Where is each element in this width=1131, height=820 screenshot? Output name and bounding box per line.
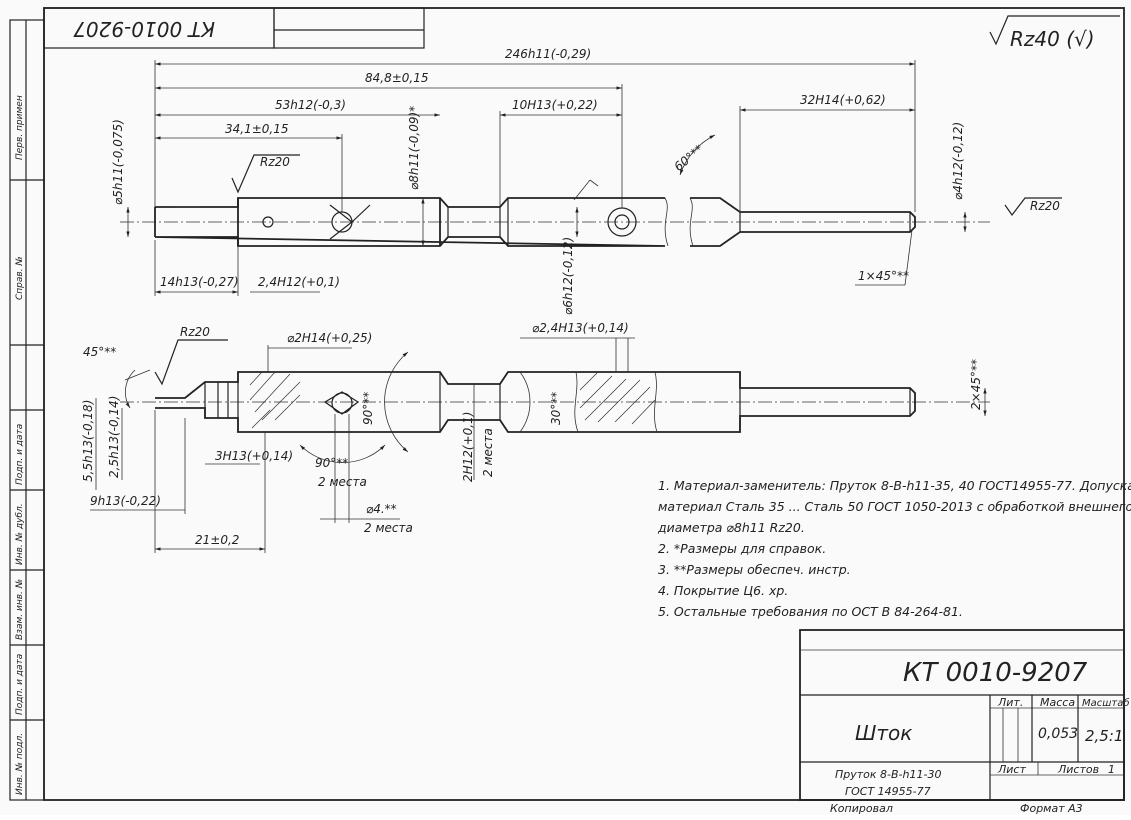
surface-roughness: Rz40 (√): [1010, 27, 1095, 51]
scale-value: 2,5:1: [1085, 727, 1123, 745]
dim-4h12: ⌀4h12(-0,12): [951, 122, 965, 200]
dim-2h12: 2H12(+0,1): [461, 412, 475, 482]
title-doc-number: КТ 0010-9207: [903, 658, 1088, 688]
technical-notes: 1. Материал-заменитель: Пруток 8-В-h11-3…: [657, 478, 1131, 619]
dim-21: 21±0,2: [195, 533, 239, 547]
dim-53: 53h12(-0,3): [275, 98, 346, 112]
places-label-1: 2 места: [318, 475, 367, 489]
rz20-bottom: Rz20: [180, 325, 210, 339]
places-label-3: 2 места: [364, 521, 413, 535]
side-label-6: Инв. № подл.: [15, 733, 25, 795]
material-line-1: Пруток 8-В-h11-30: [835, 768, 941, 781]
note-line-4: 3. **Размеры обеспеч. инстр.: [658, 562, 851, 577]
note-line-1: материал Сталь 35 ... Сталь 50 ГОСТ 1050…: [658, 499, 1131, 514]
doc-number-inverted: КТ 0010-9207: [73, 17, 215, 41]
side-label-1: Справ. №: [15, 256, 25, 300]
dim-84-8: 84,8±0,15: [365, 71, 429, 85]
side-label-3: Инв. № дубл.: [15, 503, 25, 565]
dim-2-4h13: ⌀2,4H13(+0,14): [532, 321, 629, 335]
angle-45: 45°**: [83, 345, 116, 359]
side-label-2: Подп. и дата: [15, 424, 25, 485]
dim-5h11: ⌀5h11(-0,075): [111, 119, 125, 205]
side-label-5: Подп. и дата: [15, 654, 25, 715]
note-line-5: 4. Покрытие Ц6. хр.: [658, 583, 788, 598]
angle-60: 60°**: [671, 142, 705, 174]
places-label-2: 2 места: [481, 428, 495, 477]
angle-90-horizontal: 90°**: [315, 456, 348, 470]
chamfer-1x45: 1×45°**: [858, 269, 909, 283]
dim-14h13: 14h13(-0,27): [160, 275, 239, 289]
dim-overall: 246h11(-0,29): [505, 47, 591, 61]
mass-value: 0,053: [1038, 726, 1078, 742]
dim-2-5h13: 2,5h13(-0,14): [107, 396, 121, 478]
sheets-value: 1: [1108, 763, 1115, 776]
format-label: Формат А3: [1020, 802, 1083, 815]
dim-2-4h12: 2,4H12(+0,1): [258, 275, 340, 289]
copied-label: Копировал: [830, 802, 893, 815]
dim-9h13: 9h13(-0,22): [90, 494, 161, 508]
mass-label: Масса: [1040, 696, 1075, 709]
note-line-6: 5. Остальные требования по ОСТ В 84-264-…: [658, 604, 963, 619]
roughness-symbol: [989, 15, 1120, 46]
dim-32: 32H14(+0,62): [800, 93, 886, 107]
dim-3h13: 3H13(+0,14): [215, 449, 293, 463]
part-name: Шток: [855, 721, 912, 745]
dim-10: 10H13(+0,22): [512, 98, 598, 112]
title-block: КТ 0010-9207 Шток Лит. Масса Масштаб 0,0…: [799, 629, 1130, 815]
chamfer-2x45: 2×45°**: [969, 359, 983, 410]
top-view: 246h11(-0,29) 84,8±0,15 53h12(-0,3) 10H1…: [111, 47, 1062, 315]
dim-34-1: 34,1±0,15: [225, 122, 289, 136]
side-label-0: Перв. примен: [15, 95, 25, 160]
sheets-label: Листов: [1057, 763, 1099, 776]
dim-2h14: ⌀2H14(+0,25): [287, 331, 372, 345]
rz20-top-left: Rz20: [260, 155, 290, 169]
dim-6h12: ⌀6h12(-0,12): [561, 237, 575, 315]
side-label-4: Взам. инв. №: [15, 579, 25, 640]
angle-30: 30°**: [549, 392, 563, 425]
dim-8h11: ⌀8h11(-0,09)*: [407, 106, 421, 190]
lit-label: Лит.: [997, 696, 1023, 709]
scale-label: Масштаб: [1082, 697, 1130, 709]
note-line-3: 2. *Размеры для справок.: [658, 541, 826, 556]
note-line-0: 1. Материал-заменитель: Пруток 8-В-h11-3…: [658, 478, 1131, 493]
dim-4: ⌀4.**: [366, 502, 397, 516]
sheet-label: Лист: [997, 763, 1026, 776]
angle-90-vertical: 90°**: [361, 392, 375, 425]
section-view: 45°** Rz20 ⌀2H14(+0,25) ⌀2,4H13(+0,14) 2…: [81, 321, 990, 553]
material-line-2: ГОСТ 14955-77: [845, 785, 931, 798]
rz20-right: Rz20: [1030, 199, 1060, 213]
note-line-2: диаметра ⌀8h11 Rz20.: [657, 520, 805, 535]
dim-5-5h13: 5,5h13(-0,18): [81, 400, 95, 482]
